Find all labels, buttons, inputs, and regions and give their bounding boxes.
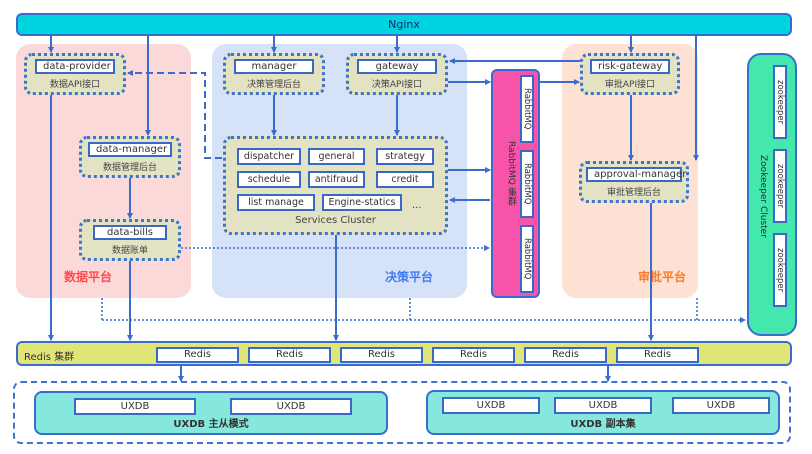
uxdb-node[interactable]: UXDB <box>442 397 540 414</box>
zookeeper-node-label: zookeeper <box>775 79 785 125</box>
services-cluster[interactable]: dispatcher general strategy schedule ant… <box>223 136 448 235</box>
redis-cluster-label: Redis 集群 <box>24 352 75 363</box>
redis-node[interactable]: Redis <box>156 347 239 363</box>
redis-node[interactable]: Redis <box>432 347 515 363</box>
data-bills-name: data-bills <box>93 225 167 240</box>
data-manager-desc: 数据管理后台 <box>102 163 157 173</box>
zookeeper-node[interactable]: zookeeper <box>773 65 787 139</box>
data-provider-service[interactable]: data-provider 数据API接口 <box>24 53 126 95</box>
manager-desc: 决策管理后台 <box>246 80 301 90</box>
redis-node[interactable]: Redis <box>616 347 699 363</box>
rabbitmq-node[interactable]: RabbitMQ <box>520 225 534 293</box>
zookeeper-cluster[interactable]: Zookeeper Cluster zookeeper zookeeper zo… <box>747 53 797 336</box>
cluster-item-antifraud[interactable]: antifraud <box>308 171 365 188</box>
risk-gateway-name: risk-gateway <box>590 59 670 74</box>
uxdb-node[interactable]: UXDB <box>74 398 196 415</box>
data-provider-desc: 数据API接口 <box>49 80 101 90</box>
approval-manager-name: approval-manager <box>586 167 686 182</box>
rabbitmq-node[interactable]: RabbitMQ <box>520 150 534 218</box>
cluster-item-dispatcher[interactable]: dispatcher <box>237 148 301 165</box>
data-bills-service[interactable]: data-bills 数据账单 <box>79 219 181 261</box>
uxdb-node[interactable]: UXDB <box>672 397 770 414</box>
data-bills-desc: 数据账单 <box>111 246 148 256</box>
rabbitmq-node-label: RabbitMQ <box>522 238 532 280</box>
database-layer <box>13 381 791 444</box>
uxdb-replica-set-label: UXDB 副本集 <box>570 419 636 430</box>
gateway-name: gateway <box>357 59 437 74</box>
gateway-service[interactable]: gateway 决策API接口 <box>346 53 448 95</box>
zookeeper-node[interactable]: zookeeper <box>773 233 787 307</box>
data-platform-label: 数据平台 <box>64 270 113 284</box>
nginx-bar[interactable]: Nginx <box>16 13 792 36</box>
uxdb-master-slave-group[interactable]: UXDB UXDB UXDB 主从模式 <box>34 391 388 435</box>
zookeeper-node-label: zookeeper <box>775 247 785 293</box>
zookeeper-node[interactable]: zookeeper <box>773 149 787 223</box>
cluster-item-credit[interactable]: credit <box>376 171 434 188</box>
nginx-label: Nginx <box>388 18 420 31</box>
risk-gateway-desc: 审批API接口 <box>604 80 656 90</box>
rabbitmq-node[interactable]: RabbitMQ <box>520 75 534 143</box>
decision-platform-label: 决策平台 <box>385 270 434 284</box>
services-cluster-label: Services Cluster <box>295 215 376 226</box>
rabbitmq-cluster[interactable]: RabbitMQ 集群 RabbitMQ RabbitMQ RabbitMQ <box>491 69 540 298</box>
uxdb-master-slave-label: UXDB 主从模式 <box>173 419 249 430</box>
redis-node[interactable]: Redis <box>248 347 331 363</box>
approval-platform-label: 审批平台 <box>638 270 687 284</box>
manager-name: manager <box>234 59 314 74</box>
risk-gateway-service[interactable]: risk-gateway 审批API接口 <box>580 53 680 95</box>
cluster-item-strategy[interactable]: strategy <box>376 148 434 165</box>
rabbitmq-node-label: RabbitMQ <box>522 163 532 205</box>
cluster-item-schedule[interactable]: schedule <box>237 171 301 188</box>
uxdb-replica-set-group[interactable]: UXDB UXDB UXDB UXDB 副本集 <box>426 390 780 435</box>
redis-node[interactable]: Redis <box>340 347 423 363</box>
cluster-more: ... <box>412 200 422 211</box>
rabbitmq-cluster-label: RabbitMQ 集群 <box>506 141 516 206</box>
cluster-item-general[interactable]: general <box>308 148 365 165</box>
zookeeper-node-label: zookeeper <box>775 163 785 209</box>
redis-cluster[interactable]: Redis 集群 Redis Redis Redis Redis Redis R… <box>16 341 792 366</box>
data-provider-name: data-provider <box>35 59 115 74</box>
data-manager-service[interactable]: data-manager 数据管理后台 <box>79 136 181 178</box>
approval-manager-desc: 审批管理后台 <box>606 188 661 198</box>
cluster-item-list-manage[interactable]: list manage <box>237 194 315 211</box>
uxdb-node[interactable]: UXDB <box>554 397 652 414</box>
uxdb-node[interactable]: UXDB <box>230 398 352 415</box>
manager-service[interactable]: manager 决策管理后台 <box>223 53 325 95</box>
data-manager-name: data-manager <box>88 142 172 157</box>
gateway-desc: 决策API接口 <box>371 80 423 90</box>
rabbitmq-node-label: RabbitMQ <box>522 88 532 130</box>
cluster-item-engine-statics[interactable]: Engine-statics <box>322 194 402 211</box>
redis-node[interactable]: Redis <box>524 347 607 363</box>
approval-manager-service[interactable]: approval-manager 审批管理后台 <box>579 161 689 203</box>
zookeeper-cluster-label: Zookeeper Cluster <box>758 155 768 238</box>
